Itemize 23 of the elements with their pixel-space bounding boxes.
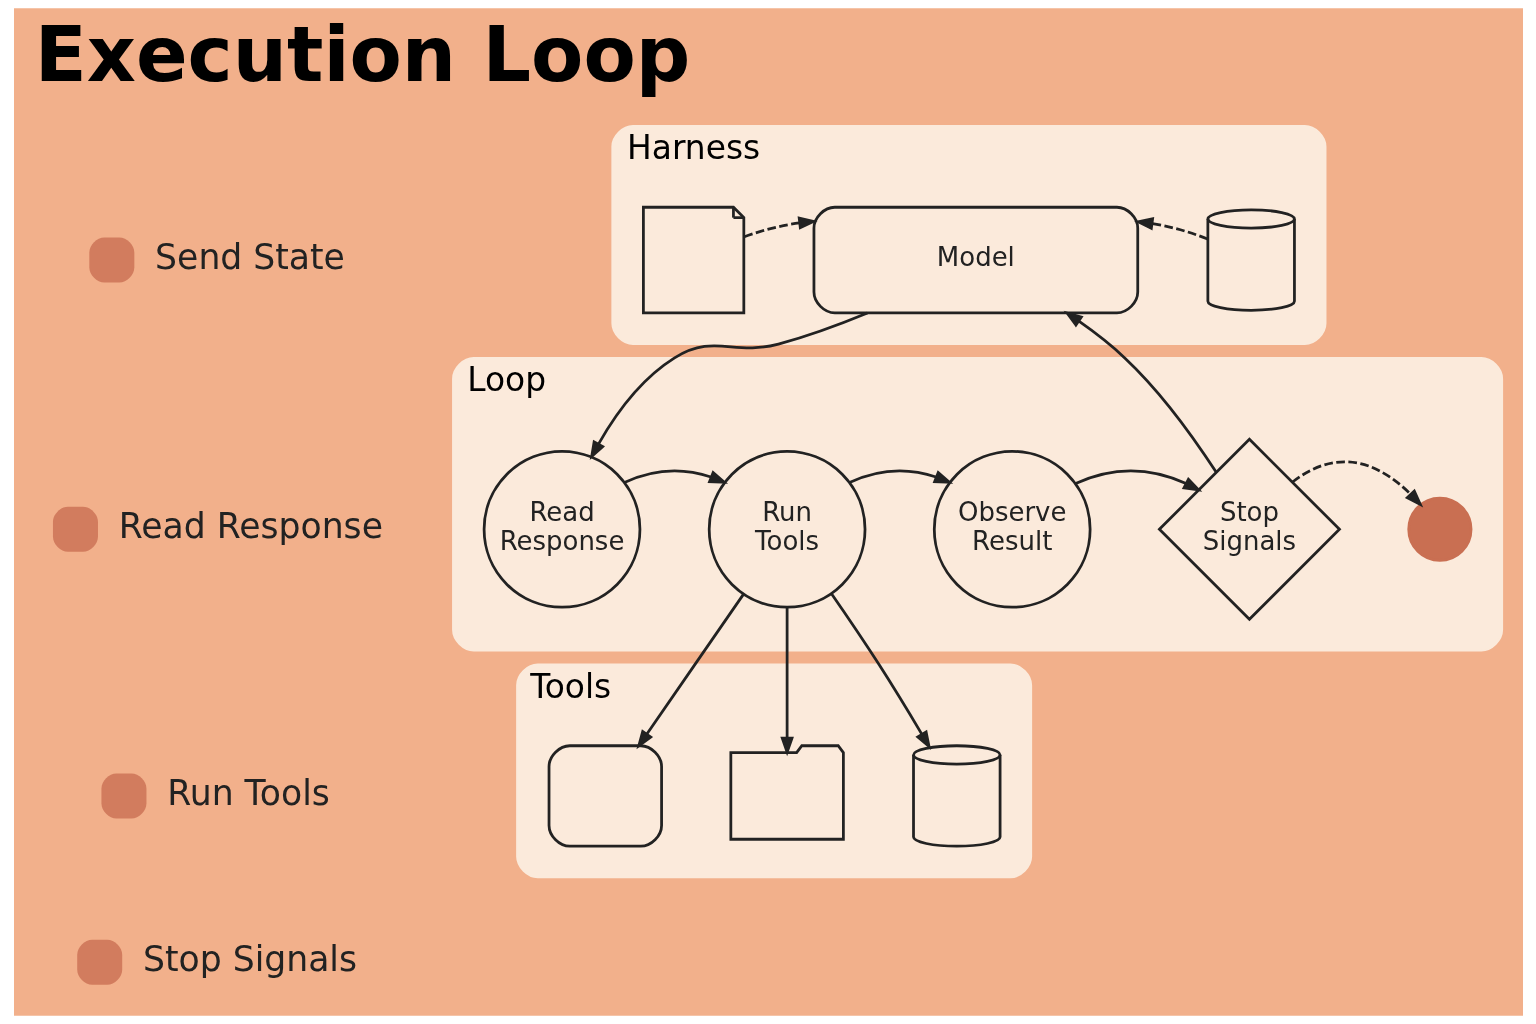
arrow [779, 607, 794, 757]
node-diamond: Stop Signals [1156, 437, 1341, 622]
arrow [1291, 460, 1423, 508]
diagram-title: Execution Loop [34, 10, 690, 100]
arrow [623, 469, 728, 484]
legend-label: Read Response [118, 505, 383, 546]
node-box: Model [812, 205, 1139, 315]
arrow [829, 592, 931, 750]
arrow [589, 311, 868, 461]
cluster: Tools [515, 663, 1032, 879]
node-circle: Read Response [482, 450, 641, 609]
arrow [635, 593, 745, 750]
arrow [1133, 217, 1208, 241]
legend-label: Run Tools [166, 772, 330, 813]
arrow [848, 469, 953, 484]
arrow [743, 216, 818, 238]
node-circle [1406, 496, 1472, 562]
node-folder [728, 744, 845, 841]
legend-label: Stop Signals [142, 938, 357, 979]
node-terminal [547, 744, 663, 848]
arrow [1074, 469, 1202, 492]
arrow [1063, 310, 1217, 474]
legend-label: Send State [154, 236, 345, 277]
